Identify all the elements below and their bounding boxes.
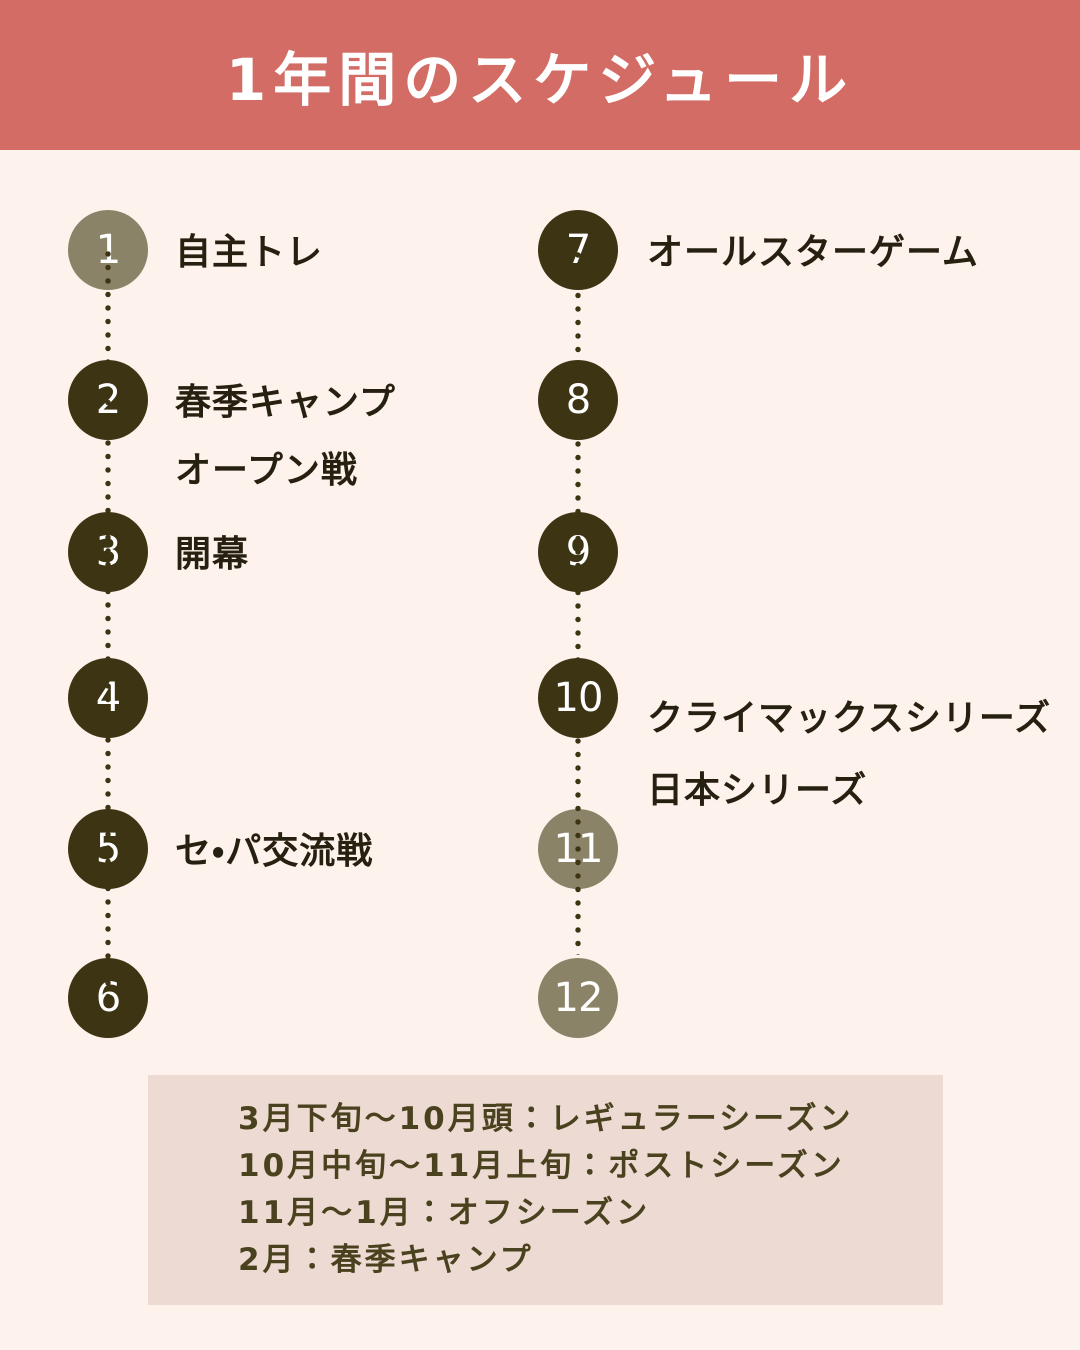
month-label-10: クライマックスシリーズ [647,697,1052,739]
month-label-1: 自主トレ [175,231,324,273]
month-sublabel-10: 日本シリーズ [647,769,868,811]
month-label-7: オールスターゲーム [647,231,979,273]
month-label-2: 春季キャンプ [175,381,396,423]
month-label-3: 開幕 [175,533,250,575]
legend-box: 3月下旬〜10月頭：レギュラーシーズン 10月中旬〜11月上旬：ポストシーズン … [148,1075,943,1305]
timeline: 1自主トレ2春季キャンプオープン戦3開幕45セ・パ交流戦67オールスターゲーム8… [0,150,1080,1075]
month-number-12: 12 [553,975,604,1021]
month-circle-12: 12 [538,958,618,1038]
month-label-5: セ・パ交流戦 [175,830,374,872]
timeline-dotted-line [104,250,112,998]
header-banner: 1年間のスケジュール [0,0,1080,150]
page-title: 1年間のスケジュール [225,46,855,114]
timeline-dotted-line [574,251,582,955]
legend-line-post-season: 10月中旬〜11月上旬：ポストシーズン [238,1148,845,1184]
legend-line-regular-season: 3月下旬〜10月頭：レギュラーシーズン [238,1101,854,1137]
month-sublabel-2: オープン戦 [175,449,358,491]
legend-line-off-season: 11月〜1月：オフシーズン [238,1195,651,1231]
legend-line-spring-camp: 2月：春季キャンプ [238,1242,534,1278]
